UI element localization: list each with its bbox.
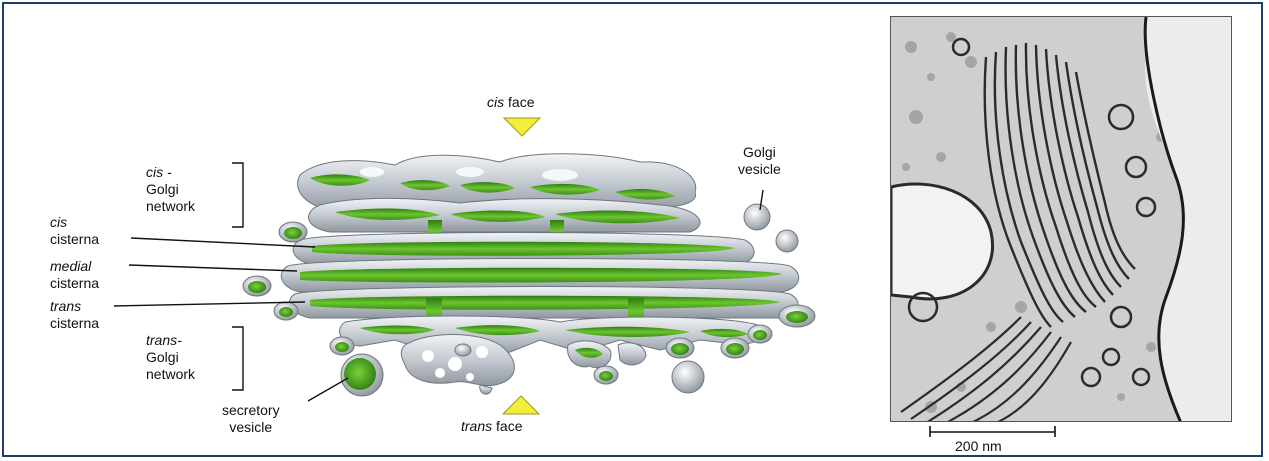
golgi-vesicle-label: Golgi vesicle xyxy=(738,144,781,178)
cis-golgi-network-label: cis - Golgi network xyxy=(146,164,195,215)
trans-face-arrow xyxy=(503,396,539,414)
cis-cisterna-label: cis cisterna xyxy=(50,214,99,248)
secretory-vesicle-label: secretory vesicle xyxy=(222,402,280,436)
scale-bar xyxy=(930,426,1055,437)
micrograph-image xyxy=(891,17,1232,422)
scale-bar-label: 200 nm xyxy=(955,438,1002,454)
trans-face-label: trans face xyxy=(461,418,522,435)
trans-cisterna-label: trans cisterna xyxy=(50,298,99,332)
trans-golgi-network-label: trans- Golgi network xyxy=(146,332,195,383)
medial-cisterna-label: medial cisterna xyxy=(50,258,99,292)
cis-face-arrow xyxy=(504,118,540,136)
electron-micrograph xyxy=(890,16,1232,422)
trans-cisterna-shape xyxy=(290,287,799,325)
cis-face-label: cis face xyxy=(487,94,534,111)
